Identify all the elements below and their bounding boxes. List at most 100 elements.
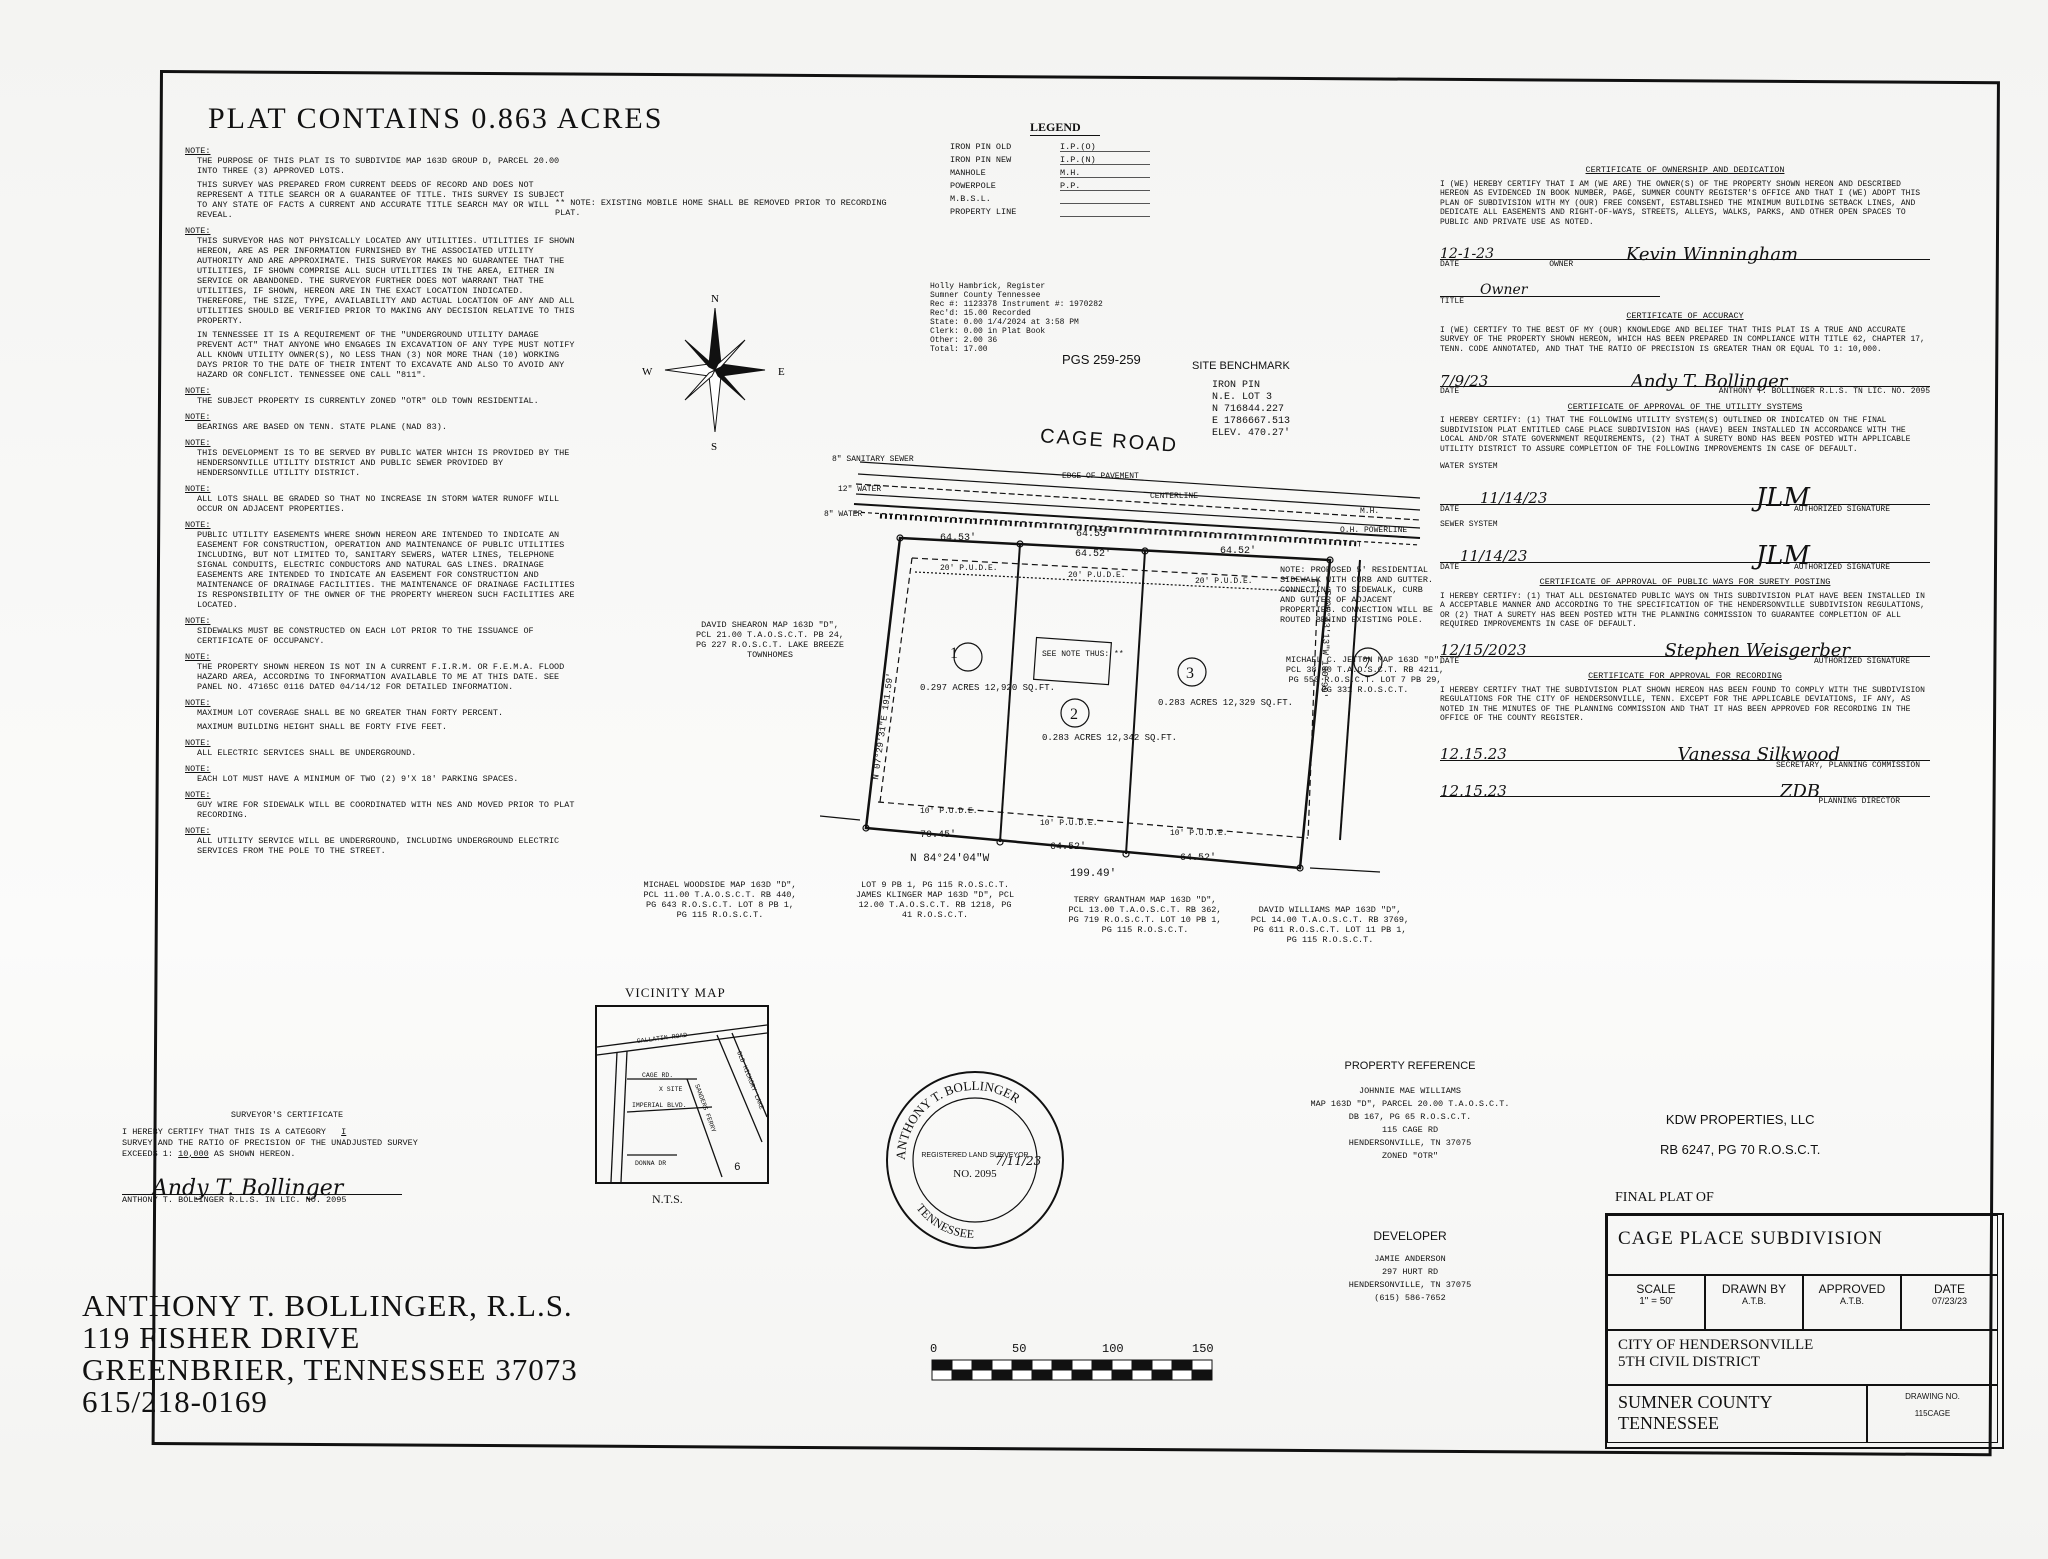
legend-key: IRON PIN NEW bbox=[950, 155, 1012, 165]
front-mid: 64.53' bbox=[1076, 528, 1112, 540]
property-ref-line: DB 167, PG 65 R.O.S.C.T. bbox=[1348, 1112, 1472, 1122]
vic-hwy: 6 bbox=[734, 1162, 741, 1174]
tb-appr-v: A.T.B. bbox=[1839, 1296, 1864, 1306]
tb-county-name: SUMNER COUNTY bbox=[1618, 1392, 1773, 1412]
benchmark-line: N 716844.227 bbox=[1212, 404, 1285, 415]
benchmark-line: N.E. LOT 3 bbox=[1212, 392, 1273, 403]
own-owner-label: OWNER bbox=[1549, 260, 1574, 269]
scale-bar-segment bbox=[1171, 1359, 1193, 1371]
owner-williams: DAVID WILLIAMS MAP 163D "D", PCL 14.00 T… bbox=[1250, 905, 1410, 945]
subdivision-name: CAGE PLACE SUBDIVISION bbox=[1607, 1215, 1998, 1275]
owner-signature: Kevin Winningham bbox=[1625, 243, 1799, 265]
owner-grantham: TERRY GRANTHAM MAP 163D "D", PCL 13.00 T… bbox=[1068, 895, 1222, 935]
note-text: SIDEWALKS MUST BE CONSTRUCTED ON EACH LO… bbox=[197, 626, 534, 646]
recording-title: CERTIFICATE FOR APPROVAL FOR RECORDING bbox=[1588, 671, 1782, 681]
property-ref-line: JOHNNIE MAE WILLIAMS bbox=[1358, 1086, 1462, 1096]
label-powerline: O.H. POWERLINE bbox=[1340, 526, 1407, 535]
ways-date: 12/15/2023 bbox=[1440, 641, 1527, 659]
front-2: 64.52' bbox=[1075, 548, 1111, 560]
legend-key: PROPERTY LINE bbox=[950, 207, 1017, 217]
surveyor-text-1: I HEREBY CERTIFY THAT THIS IS A CATEGORY bbox=[122, 1127, 327, 1137]
scale-0: 0 bbox=[930, 1342, 937, 1356]
seal-name: ANTHONY T. BOLLINGER bbox=[893, 1078, 1023, 1160]
property-ref-line: ZONED "OTR" bbox=[1381, 1151, 1439, 1161]
scale-bar-segment bbox=[1071, 1369, 1093, 1381]
note-text: MAXIMUM BUILDING HEIGHT SHALL BE FORTY F… bbox=[197, 722, 447, 732]
note-text: ALL ELECTRIC SERVICES SHALL BE UNDERGROU… bbox=[197, 748, 417, 758]
developer-line: JAMIE ANDERSON bbox=[1374, 1254, 1446, 1264]
note-text: ALL UTILITY SERVICE WILL BE UNDERGROUND,… bbox=[197, 836, 560, 856]
note-text: EACH LOT MUST HAVE A MINIMUM OF TWO (2) … bbox=[197, 774, 519, 784]
scale-bar-segment bbox=[991, 1359, 1013, 1371]
note-heading: NOTE: bbox=[185, 826, 211, 836]
lot-3-number: 3 bbox=[1186, 665, 1194, 682]
note-heading: NOTE: bbox=[185, 698, 211, 708]
developer-line: HENDERSONVILLE, TN 37075 bbox=[1348, 1280, 1472, 1290]
own-date-label: DATE bbox=[1440, 260, 1460, 269]
note-text: MAXIMUM LOT COVERAGE SHALL BE NO GREATER… bbox=[197, 708, 504, 718]
compass-w: W bbox=[642, 366, 653, 378]
rear-2: 64.52' bbox=[1050, 841, 1086, 853]
surveyor-text-3: AS SHOWN HEREON. bbox=[213, 1149, 296, 1159]
lot-1-area: 0.297 ACRES 12,920 SQ.FT. bbox=[920, 683, 1055, 693]
surveyor-text-2: SURVEY AND THE RATIO OF PRECISION OF THE… bbox=[122, 1138, 418, 1159]
rear-3: 64.52' bbox=[1180, 852, 1216, 864]
plat-drawing: 8" SANITARY SEWER 12" WATER 8" WATER EDG… bbox=[820, 455, 1421, 880]
tb-district: 5TH CIVIL DISTRICT bbox=[1618, 1354, 1760, 1370]
rec-role-1: SECRETARY, PLANNING COMMISSION bbox=[1775, 760, 1920, 770]
scale-100: 100 bbox=[1102, 1342, 1124, 1356]
owner-klinger: LOT 9 PB 1, PG 115 R.O.S.C.T. JAMES KLIN… bbox=[855, 880, 1015, 920]
sidewalk-note: NOTE: PROPOSED 5' RESIDENTIAL SIDEWALK W… bbox=[1280, 565, 1434, 625]
legend-key: IRON PIN OLD bbox=[950, 142, 1012, 152]
sewer-date-label: DATE bbox=[1440, 562, 1460, 572]
lot-2-number: 2 bbox=[1070, 706, 1078, 723]
owner-woodside: MICHAEL WOODSIDE MAP 163D "D", PCL 11.00… bbox=[643, 880, 797, 920]
scale-bar-segment bbox=[1131, 1359, 1153, 1371]
address-line-1: ANTHONY T. BOLLINGER, R.L.S. bbox=[82, 1288, 573, 1323]
accuracy-signature: Andy T. Bollinger bbox=[1630, 370, 1788, 392]
scale-bar-segment bbox=[1091, 1369, 1113, 1381]
sewer-label: SEWER SYSTEM bbox=[1440, 520, 1498, 529]
benchmark-line: IRON PIN bbox=[1212, 380, 1261, 391]
plat-title: PLAT CONTAINS 0.863 ACRES bbox=[208, 102, 664, 135]
tb-state: TENNESSEE bbox=[1618, 1413, 1719, 1433]
scale-bar-segment bbox=[931, 1359, 953, 1371]
rear-bearing: N 84°24'04"W bbox=[910, 853, 990, 865]
front-1: 64.53' bbox=[940, 532, 976, 544]
ways-title: CERTIFICATE OF APPROVAL OF PUBLIC WAYS F… bbox=[1539, 577, 1831, 587]
vic-old-hickory: OLD HICKORY LAKE bbox=[735, 1050, 765, 1111]
acc-date-label: DATE bbox=[1440, 387, 1460, 396]
legend-row: PROPERTY LINE bbox=[950, 207, 1160, 220]
ownership-title: CERTIFICATE OF OWNERSHIP AND DEDICATION bbox=[1585, 165, 1785, 175]
scale-bar-segment bbox=[1091, 1359, 1113, 1371]
label-water8: 8" WATER bbox=[824, 510, 863, 519]
label-water12: 12" WATER bbox=[838, 485, 881, 494]
tb-dwg-h: DRAWING NO. bbox=[1905, 1392, 1960, 1401]
surveyor-seal: ANTHONY T. BOLLINGER TENNESSEE REGISTERE… bbox=[886, 1071, 1064, 1249]
note-text: THIS SURVEY WAS PREPARED FROM CURRENT DE… bbox=[197, 180, 565, 220]
tb-city-name: CITY OF HENDERSONVILLE bbox=[1618, 1337, 1814, 1353]
scale-bar-segment bbox=[1111, 1369, 1133, 1381]
note-heading: NOTE: bbox=[185, 790, 211, 800]
scale-bar-segment bbox=[991, 1369, 1013, 1381]
note-text: BEARINGS ARE BASED ON TENN. STATE PLANE … bbox=[197, 422, 447, 432]
owner-title-sig: Owner bbox=[1480, 282, 1528, 298]
rear-pude-2: 10' P.U.D.E. bbox=[1040, 819, 1098, 828]
pude-2: 20' P.U.D.E. bbox=[1068, 571, 1126, 580]
surveyor-certificate: SURVEYOR'S CERTIFICATE I HEREBY CERTIFY … bbox=[122, 1110, 452, 1206]
rec-role-2: PLANNING DIRECTOR bbox=[1818, 797, 1900, 806]
note-text: THIS SURVEYOR HAS NOT PHYSICALLY LOCATED… bbox=[197, 236, 575, 326]
address-line-2: 119 FISHER DRIVE bbox=[82, 1320, 361, 1355]
seal-number: NO. 2095 bbox=[953, 1168, 997, 1180]
certificates: CERTIFICATE OF OWNERSHIP AND DEDICATION … bbox=[1440, 160, 1930, 807]
scale-bar-segment bbox=[1131, 1369, 1153, 1381]
legend-value bbox=[1060, 194, 1150, 204]
scale-bar-segment bbox=[951, 1369, 973, 1381]
compass-s: S bbox=[711, 441, 717, 453]
own-title-label: TITLE bbox=[1440, 296, 1465, 306]
